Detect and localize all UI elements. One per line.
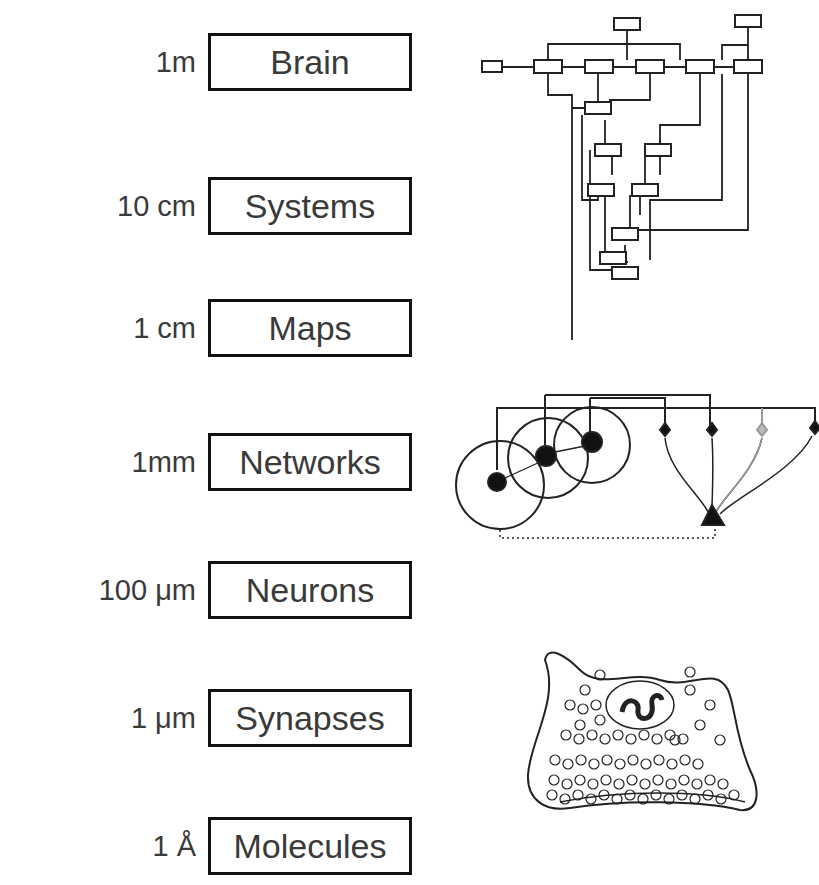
level-box: Molecules [208,817,412,875]
vesicle [695,720,705,730]
level-name: Systems [245,189,375,223]
vesicle [575,775,585,785]
level-box: Brain [208,33,412,91]
vesicle [574,734,584,744]
synapse-figure [528,653,757,811]
vesicle [685,667,695,677]
vesicle [587,730,597,740]
systems-network-figure [482,15,762,340]
vesicle [580,685,590,695]
vesicle [588,779,598,789]
vesicle [639,730,649,740]
level-name: Networks [239,445,381,479]
level-box: Networks [208,433,412,491]
vesicle [586,794,596,804]
vesicle [549,775,559,785]
vesicle [705,700,715,710]
vesicle [614,779,624,789]
level-box: Systems [208,177,412,235]
vesicle [600,734,610,744]
vesicle [578,704,588,714]
vesicle [560,794,570,804]
vesicle [690,794,700,804]
vesicle [626,734,636,744]
vesicle [654,755,664,765]
scale-label: 1 μm [131,704,196,733]
scale-label: 1m [156,48,196,77]
vesicle [547,790,557,800]
vesicle [563,759,573,769]
vesicle [670,735,680,745]
vesicle [703,790,713,800]
vesicle [653,775,663,785]
vesicle [565,700,575,710]
vesicle [640,779,650,789]
level-box: Synapses [208,689,412,747]
vesicle [550,755,560,765]
vesicle [602,755,612,765]
vesicle [729,790,739,800]
vesicle [715,735,725,745]
level-name: Neurons [246,573,375,607]
level-name: Brain [270,45,349,79]
level-name: Synapses [235,701,384,735]
vesicle [625,790,635,800]
vesicle [562,779,572,789]
vesicle [692,779,702,789]
network-figure [456,395,819,538]
vesicle [595,670,605,680]
vesicle [693,759,703,769]
vesicle [705,775,715,785]
vesicle [599,790,609,800]
vesicle [685,685,695,695]
vesicle [679,775,689,785]
scale-label: 10 cm [117,192,196,221]
vesicle [638,794,648,804]
scale-label: 1mm [132,448,196,477]
scale-label: 1 Å [152,832,196,861]
vesicle [627,775,637,785]
vesicle [612,794,622,804]
level-box: Neurons [208,561,412,619]
vesicle [595,715,605,725]
vesicle [628,755,638,765]
vesicle [591,700,601,710]
vesicle [601,775,611,785]
vesicle [652,734,662,744]
vesicle [641,759,651,769]
vesicle [575,720,585,730]
vesicle [680,755,690,765]
vesicle [718,779,728,789]
vesicle [664,794,674,804]
vesicle [589,759,599,769]
vesicle [561,730,571,740]
scale-label: 100 μm [99,576,196,605]
vesicle [716,794,726,804]
level-name: Molecules [233,829,386,863]
vesicle [667,759,677,769]
level-name: Maps [268,311,351,345]
vesicle [666,779,676,789]
vesicle [576,755,586,765]
level-box: Maps [208,299,412,357]
vesicle [613,730,623,740]
scale-label: 1 cm [133,314,196,343]
vesicle [573,790,583,800]
vesicle [651,790,661,800]
vesicle [615,759,625,769]
vesicle [677,790,687,800]
